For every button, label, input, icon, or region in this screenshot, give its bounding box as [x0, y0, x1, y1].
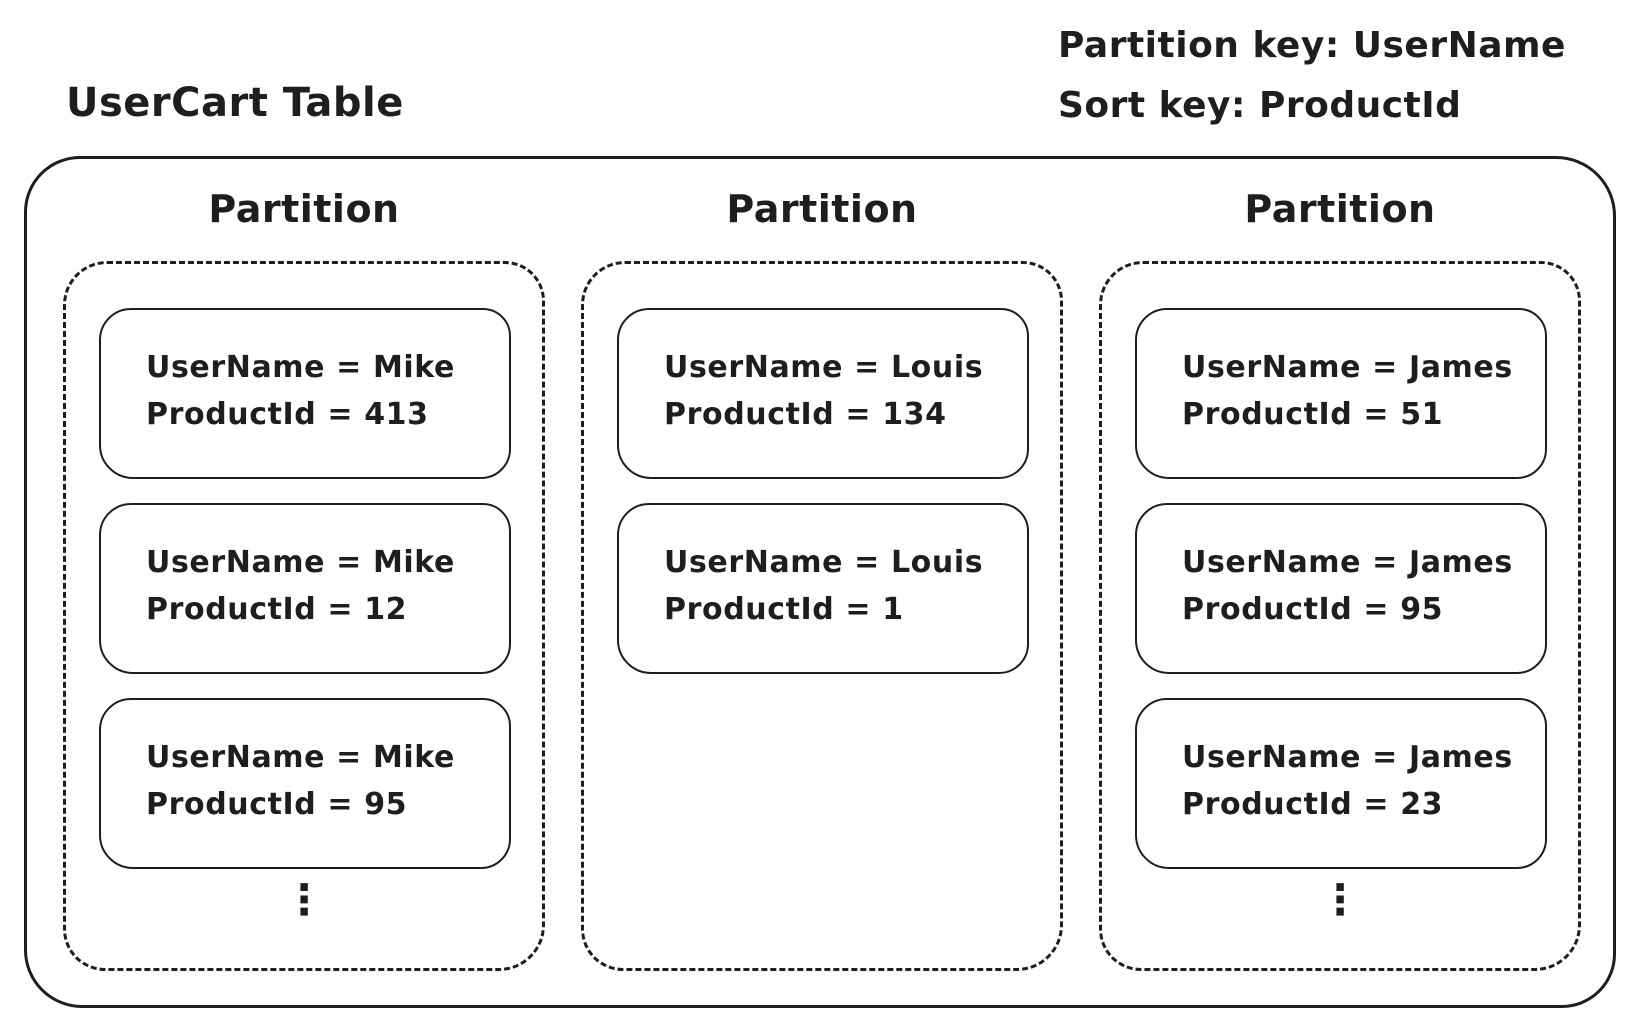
item-username: UserName = Mike [146, 545, 455, 580]
item-card: UserName = James ProductId = 51 [1135, 308, 1547, 479]
item-username: UserName = James [1182, 350, 1513, 385]
item-productid: ProductId = 51 [1182, 397, 1444, 432]
table-container: Partition UserName = Mike ProductId = 41… [24, 156, 1616, 1008]
item-productid: ProductId = 23 [1182, 787, 1444, 822]
item-card: UserName = Louis ProductId = 1 [617, 503, 1029, 674]
item-username: UserName = James [1182, 740, 1513, 775]
item-card: UserName = Mike ProductId = 12 [99, 503, 511, 674]
item-card: UserName = James ProductId = 23 [1135, 698, 1547, 869]
partition-3-boundary: UserName = James ProductId = 51 UserName… [1099, 261, 1581, 971]
item-card: UserName = James ProductId = 95 [1135, 503, 1547, 674]
item-productid: ProductId = 413 [146, 397, 429, 432]
page-title: UserCart Table [66, 80, 404, 126]
partition-1-boundary: UserName = Mike ProductId = 413 UserName… [63, 261, 545, 971]
partition-2-label: Partition [726, 187, 918, 231]
partition-1: Partition UserName = Mike ProductId = 41… [63, 159, 545, 1011]
sort-key-label: Sort key: ProductId [1058, 85, 1462, 126]
item-productid: ProductId = 95 [146, 787, 408, 822]
more-items-ellipsis: ⋮ [283, 875, 325, 924]
item-card: UserName = Mike ProductId = 413 [99, 308, 511, 479]
partition-3-label: Partition [1244, 187, 1436, 231]
item-productid: ProductId = 1 [664, 592, 904, 627]
key-definitions: Partition key: UserName Sort key: Produc… [1058, 16, 1566, 136]
more-items-ellipsis: ⋮ [1319, 875, 1361, 924]
item-productid: ProductId = 12 [146, 592, 408, 627]
partition-3: Partition UserName = James ProductId = 5… [1099, 159, 1581, 1011]
item-card: UserName = Mike ProductId = 95 [99, 698, 511, 869]
partition-2: Partition UserName = Louis ProductId = 1… [581, 159, 1063, 1011]
item-username: UserName = James [1182, 545, 1513, 580]
partition-2-boundary: UserName = Louis ProductId = 134 UserNam… [581, 261, 1063, 971]
item-username: UserName = Mike [146, 350, 455, 385]
item-productid: ProductId = 95 [1182, 592, 1444, 627]
item-username: UserName = Louis [664, 545, 984, 580]
item-card: UserName = Louis ProductId = 134 [617, 308, 1029, 479]
partition-key-label: Partition key: UserName [1058, 25, 1566, 66]
partition-1-label: Partition [208, 187, 400, 231]
item-username: UserName = Louis [664, 350, 984, 385]
item-productid: ProductId = 134 [664, 397, 947, 432]
item-username: UserName = Mike [146, 740, 455, 775]
